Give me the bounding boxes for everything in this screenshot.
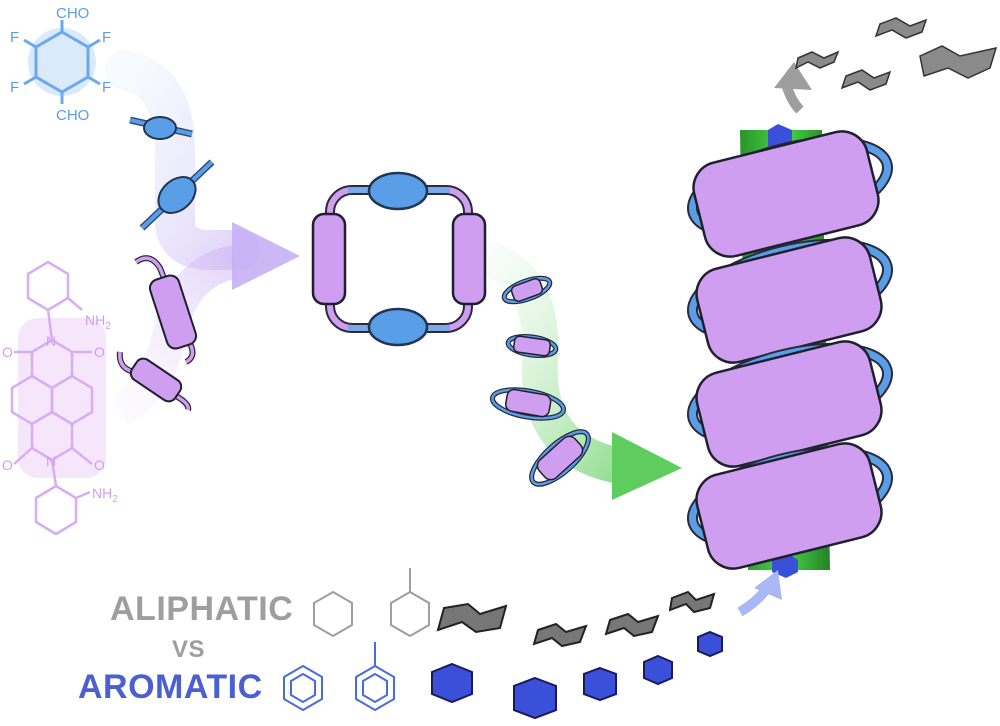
small-ring-4 (529, 429, 591, 487)
aliphatic-label: ALIPHATIC (110, 590, 294, 628)
versus-label: VS (172, 636, 206, 663)
purple-component-2 (116, 351, 192, 411)
blue-component-1 (129, 116, 193, 140)
aromatic-label: AROMATIC (78, 668, 263, 706)
small-ring-1 (501, 275, 553, 305)
small-ring-3 (489, 387, 567, 421)
diimide-structure: NH2 NH2 O O O O N N (2, 260, 118, 536)
fluorine-label-4: F (10, 79, 19, 96)
benzene-icon (283, 664, 323, 712)
nitrogen-label-2: N (46, 453, 56, 469)
toluene-icon (355, 642, 395, 712)
purple-component-1 (134, 255, 198, 365)
oxygen-label-1: O (94, 344, 105, 360)
oxygen-label-2: O (2, 344, 13, 360)
nitrogen-label-1: N (46, 333, 56, 349)
methylcyclohexane-icon (390, 568, 430, 638)
blue-component-2 (139, 159, 215, 231)
rotaxane-stack (686, 124, 894, 578)
fluorine-label-2: F (102, 79, 111, 96)
aromatic-guest-series (431, 630, 723, 720)
purple-arrowhead (232, 222, 300, 290)
fluorine-label-3: F (10, 29, 19, 46)
fluorine-label-1: F (102, 29, 111, 46)
gray-exit-arrowhead (774, 62, 812, 90)
oxygen-label-3: O (94, 457, 105, 473)
oxygen-label-4: O (2, 457, 13, 473)
macrocycle (311, 171, 487, 347)
aliphatic-guest-series (436, 590, 716, 648)
small-ring-2 (505, 333, 559, 359)
cho-top-label: CHO (56, 5, 89, 22)
cyclohexane-icon (313, 590, 353, 638)
exiting-aliphatic-guests (794, 17, 998, 91)
blue-flow-arrow (105, 50, 260, 270)
amine-top-label: NH2 (85, 312, 111, 332)
cho-bottom-label: CHO (56, 107, 89, 124)
aldehyde-structure: CHO CHO F F F F (10, 5, 111, 124)
green-flow-arrow (479, 240, 624, 484)
blue-entry-arrowhead (754, 570, 782, 600)
green-arrowhead (612, 432, 682, 500)
amine-bottom-label: NH2 (92, 485, 118, 505)
